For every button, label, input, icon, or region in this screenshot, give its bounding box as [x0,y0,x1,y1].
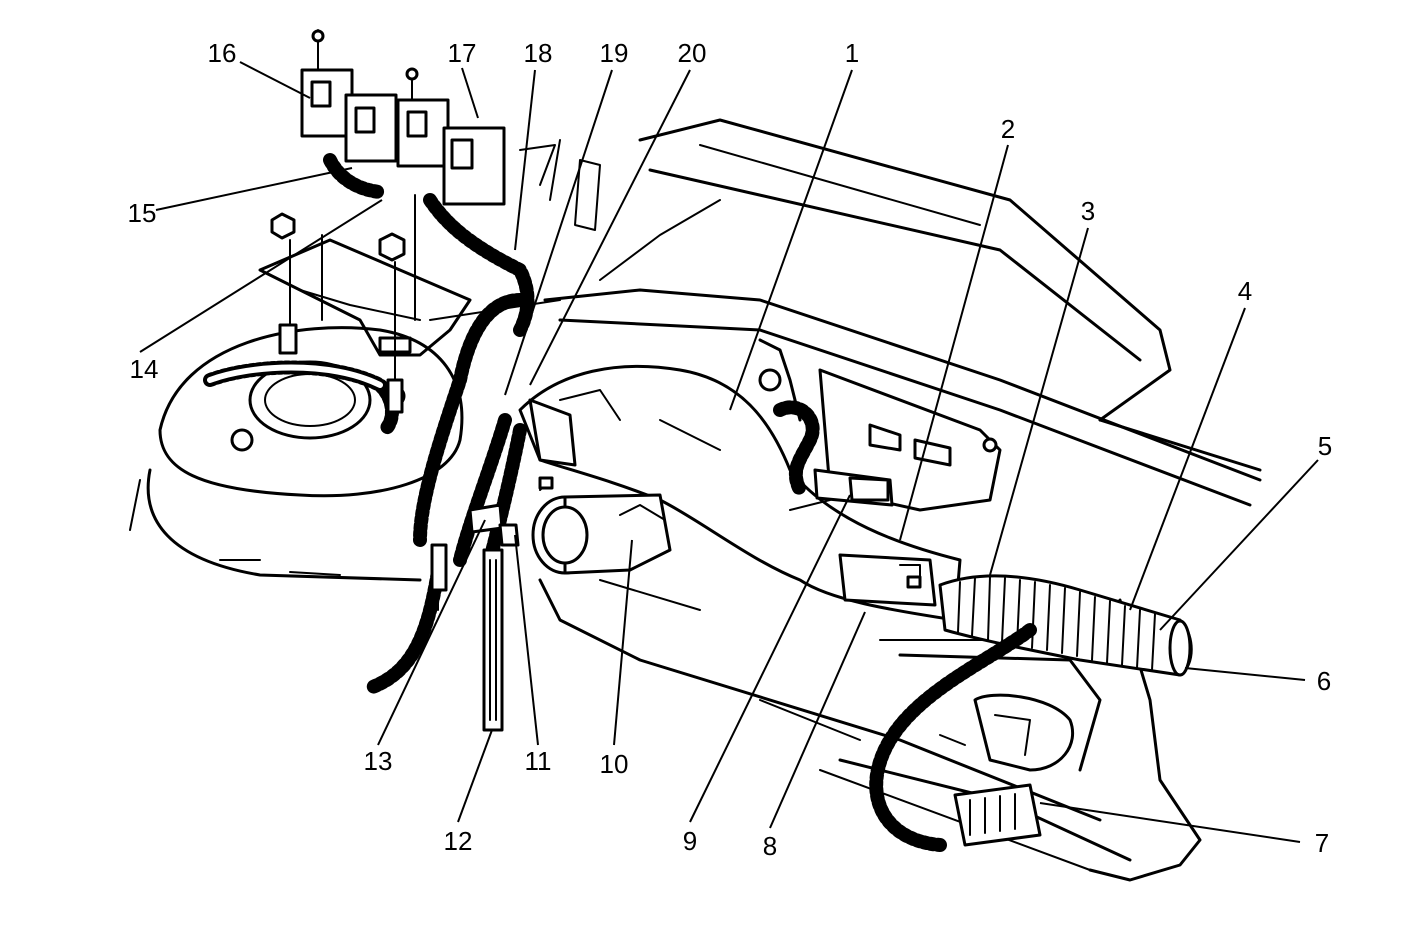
callout-5: 5 [1318,431,1332,461]
callout-17: 17 [448,38,477,68]
callout-20: 20 [678,38,707,68]
leader-20 [529,69,691,386]
relay-bracket [258,194,472,414]
leader-9 [689,494,851,823]
callout-9: 9 [683,826,697,856]
leader-12 [457,729,493,823]
wiring-harness [363,293,527,732]
callout-15: 15 [128,198,157,228]
callout-12: 12 [444,826,473,856]
callout-4: 4 [1238,276,1252,306]
leader-11 [514,534,539,746]
callout-19: 19 [600,38,629,68]
callout-6: 6 [1317,666,1331,696]
callout-7: 7 [1315,828,1329,858]
relay-group [300,29,535,337]
lower-pigtail [869,623,1075,852]
callout-11: 11 [525,746,552,776]
callout-labels: 1 2 3 4 5 6 7 8 9 10 11 12 13 14 15 16 1… [128,38,1333,861]
callout-18: 18 [524,38,553,68]
leader-5 [1159,459,1319,631]
leader-14 [139,199,383,353]
leader-16 [239,61,311,99]
leader-17 [461,67,479,119]
leader-3 [989,227,1089,576]
callout-3: 3 [1081,196,1095,226]
leader-18 [514,69,536,251]
callout-10: 10 [600,749,629,779]
leader-13 [377,519,486,746]
harness-lead-12 [482,548,504,732]
callout-16: 16 [208,38,237,68]
callout-2: 2 [1001,114,1015,144]
leader-lines [139,61,1319,843]
strut-tower [129,326,464,582]
leader-10 [613,539,633,746]
leader-2 [899,144,1009,541]
leader-4 [1129,307,1246,611]
leader-1 [729,69,853,411]
leader-15 [155,167,353,211]
callout-1: 1 [845,38,859,68]
leader-6 [1184,667,1306,681]
motor-assembly [531,476,672,575]
callout-13: 13 [364,746,393,776]
leader-8 [769,611,866,829]
leader-7 [1039,802,1301,843]
module-bracket [758,338,1002,512]
convoluted-conduit [938,574,1193,677]
callout-8: 8 [763,831,777,861]
callout-14: 14 [130,354,159,384]
leader-19 [504,69,613,396]
